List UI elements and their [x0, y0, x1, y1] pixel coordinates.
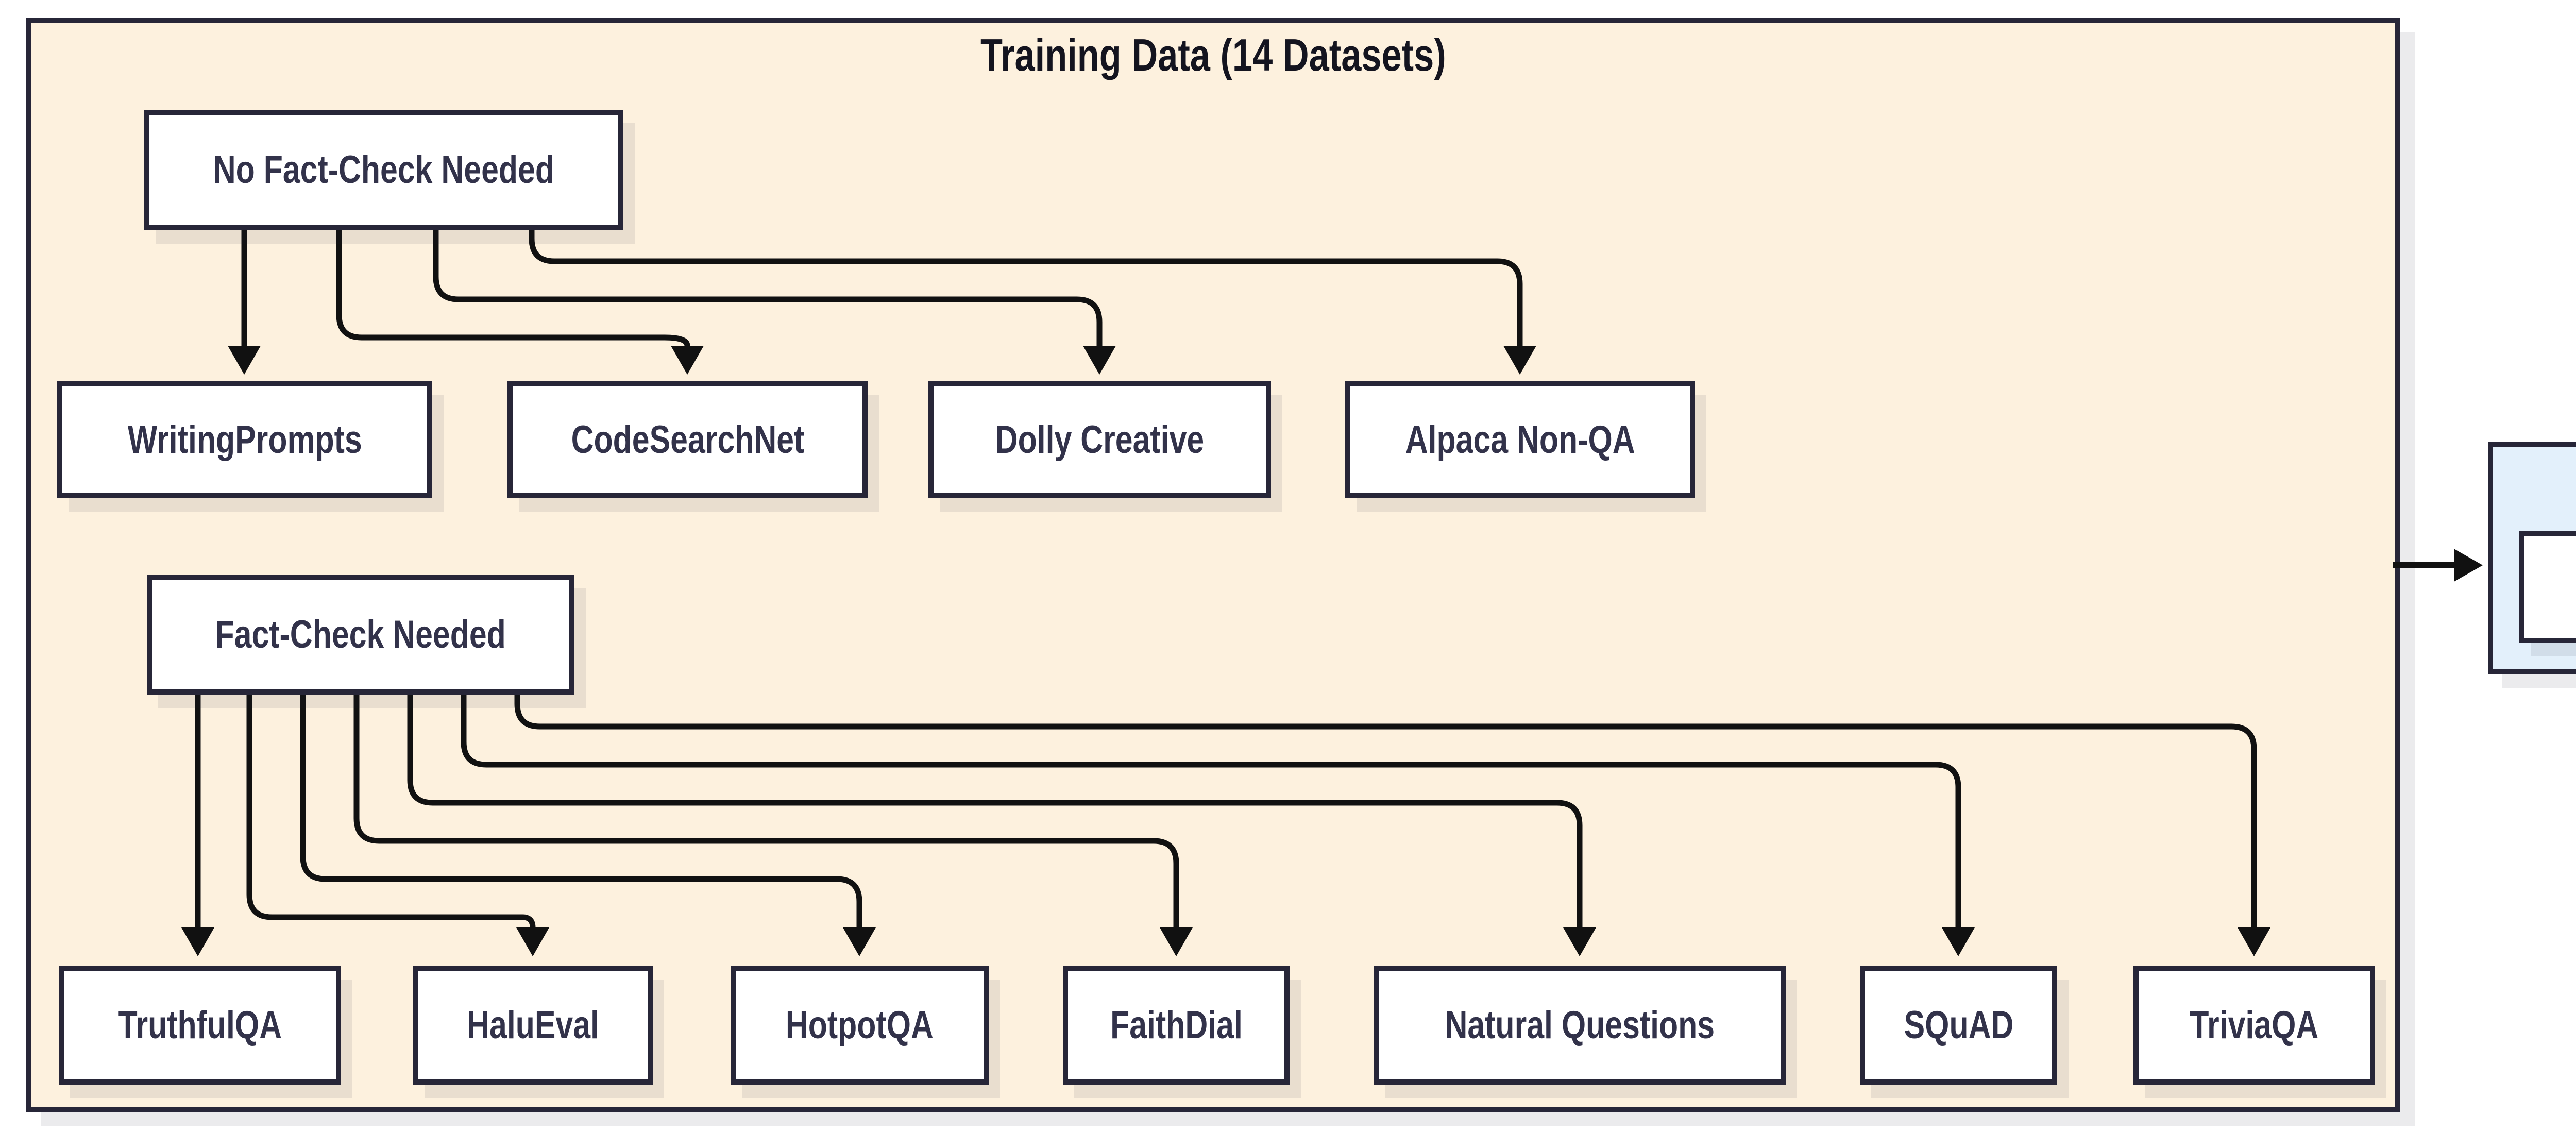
node-squad: SQuAD	[1860, 966, 2057, 1085]
node-hotpotqa: HotpotQA	[731, 966, 989, 1085]
node-natural-questions: Natural Questions	[1374, 966, 1786, 1085]
node-halueval: HaluEval	[413, 966, 653, 1085]
node-writingprompts: WritingPrompts	[57, 381, 432, 498]
node-modernbert-base: ModernBERT Base	[2519, 531, 2576, 643]
node-faithdial: FaithDial	[1063, 966, 1290, 1085]
node-fact-check-needed: Fact-Check Needed	[147, 575, 574, 695]
training-title: Training Data (14 Datasets)	[980, 29, 1446, 80]
sentinel-title: HaluGate Sentinel	[2493, 447, 2576, 502]
node-alpaca-non-qa: Alpaca Non-QA	[1345, 381, 1695, 498]
node-truthfulqa: TruthfulQA	[59, 966, 341, 1085]
node-codesearchnet: CodeSearchNet	[507, 381, 868, 498]
node-triviaqa: TriviaQA	[2133, 966, 2375, 1085]
node-dolly-creative: Dolly Creative	[928, 381, 1271, 498]
arrow-training-to-sentinel	[2393, 549, 2483, 582]
node-no-fact-check-needed: No Fact-Check Needed	[144, 110, 623, 230]
